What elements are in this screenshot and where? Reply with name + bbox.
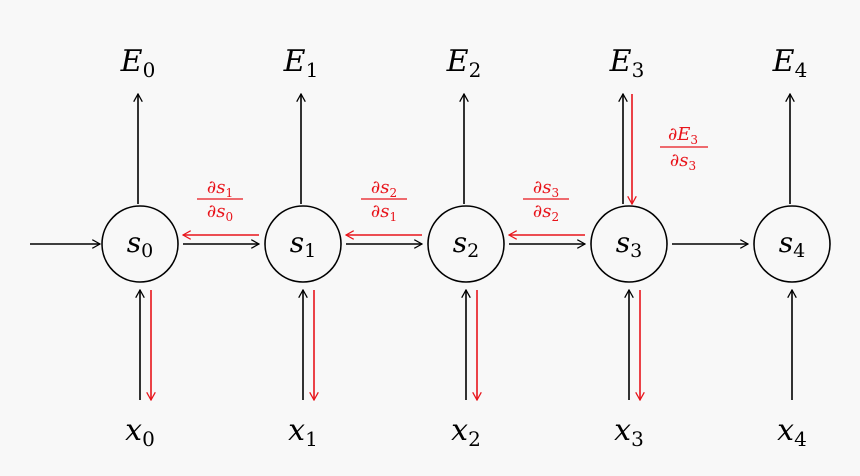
error-labels: E0 E1 E2 E3 E4 — [120, 44, 808, 82]
svg-text:∂s2: ∂s2 — [371, 177, 397, 200]
svg-text:s3: s3 — [616, 226, 642, 262]
svg-text:s1: s1 — [290, 226, 316, 262]
svg-text:∂s1: ∂s1 — [207, 177, 233, 200]
svg-text:∂E3: ∂E3 — [668, 124, 698, 147]
state-node-1: s1 — [264, 205, 342, 283]
error-label-4: E4 — [772, 44, 808, 82]
input-labels: x0 x1 x2 x3 x4 — [125, 413, 807, 451]
svg-text:s2: s2 — [453, 226, 479, 262]
error-gradient-label: ∂E3 ∂s3 — [660, 124, 708, 173]
svg-text:s0: s0 — [127, 226, 153, 262]
gradient-label-1: ∂s2 ∂s1 — [361, 177, 407, 224]
svg-text:∂s1: ∂s1 — [371, 201, 397, 224]
state-node-4: s4 — [753, 205, 831, 283]
error-label-3: E3 — [609, 44, 645, 82]
input-label-1: x1 — [288, 413, 318, 451]
error-label-1: E1 — [283, 44, 319, 82]
input-label-4: x4 — [777, 413, 807, 451]
state-node-3: s3 — [590, 205, 668, 283]
svg-text:∂s2: ∂s2 — [533, 201, 559, 224]
error-label-0: E0 — [120, 44, 156, 82]
input-label-3: x3 — [614, 413, 644, 451]
error-label-2: E2 — [446, 44, 482, 82]
svg-text:∂s0: ∂s0 — [207, 201, 233, 224]
output-arrows — [138, 94, 790, 204]
input-label-2: x2 — [451, 413, 481, 451]
svg-text:∂s3: ∂s3 — [533, 177, 559, 200]
input-arrows — [140, 290, 792, 400]
input-gradient-arrows — [151, 290, 640, 400]
state-nodes: s0 s1 s2 s3 s4 — [101, 205, 831, 283]
gradient-label-0: ∂s1 ∂s0 — [197, 177, 243, 224]
gradient-label-2: ∂s3 ∂s2 — [523, 177, 569, 224]
svg-text:s4: s4 — [779, 226, 805, 262]
input-label-0: x0 — [125, 413, 155, 451]
svg-text:∂s3: ∂s3 — [670, 150, 696, 173]
state-node-2: s2 — [427, 205, 505, 283]
state-node-0: s0 — [101, 205, 179, 283]
